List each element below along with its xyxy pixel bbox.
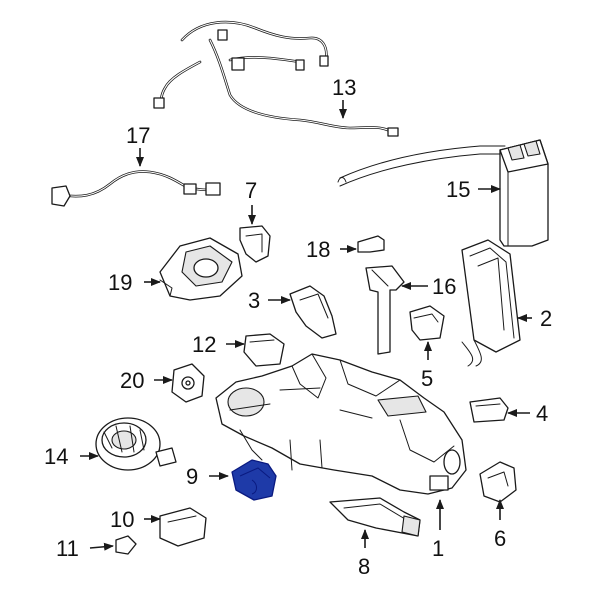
clip-part-18: [357, 235, 385, 253]
callout-14: 14: [44, 444, 68, 469]
wiring-harness-part-17: [51, 170, 221, 207]
actuator-bracket-part-7: [239, 225, 271, 263]
callout-5: 5: [421, 366, 433, 391]
sensor-part-4: [469, 397, 509, 423]
callout-2: 2: [540, 306, 552, 331]
callout-12: 12: [192, 332, 216, 357]
door-part-16: [365, 265, 405, 355]
blower-motor-part-14: [95, 417, 177, 471]
sensor-part-11: [115, 535, 137, 555]
leader-lines: [80, 100, 532, 551]
callout-11: 11: [56, 536, 79, 561]
actuator-part-10: [159, 507, 207, 547]
actuator-part-6: [479, 461, 517, 503]
callout-16: 16: [432, 274, 456, 299]
blower-housing-part-19: [159, 237, 243, 301]
actuator-part-20: [171, 363, 205, 403]
callout-labels: 13 17 15 7 18 19 16 2 3 5 12 20 4 14 9 6…: [44, 75, 552, 579]
resistor-part-12: [243, 333, 285, 367]
heater-core-part-15: [337, 139, 549, 247]
duct-part-3: [289, 285, 337, 339]
callout-15: 15: [446, 177, 470, 202]
callout-9: 9: [186, 464, 198, 489]
duct-part-8: [329, 497, 421, 537]
callout-10: 10: [110, 507, 134, 532]
callout-13: 13: [332, 75, 356, 100]
evaporator-core-part-2: [461, 239, 521, 367]
callout-4: 4: [536, 401, 548, 426]
actuator-part-5: [409, 305, 445, 341]
wiring-harness-part-13: [153, 20, 399, 137]
callout-8: 8: [358, 554, 370, 579]
callout-18: 18: [306, 237, 330, 262]
callout-19: 19: [108, 270, 132, 295]
callout-7: 7: [245, 178, 257, 203]
highlighted-part-9: [231, 459, 277, 501]
callout-6: 6: [494, 526, 506, 551]
callout-17: 17: [126, 123, 150, 148]
callout-3: 3: [248, 288, 260, 313]
callout-20: 20: [120, 368, 144, 393]
hvac-case-part-1: [215, 353, 467, 495]
callout-1: 1: [432, 536, 444, 561]
